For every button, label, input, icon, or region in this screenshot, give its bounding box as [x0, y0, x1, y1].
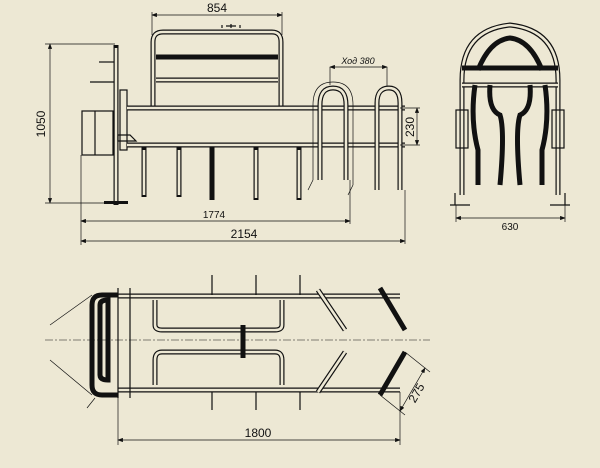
gate-frame: [150, 24, 284, 108]
top-view: 1800 275: [45, 275, 431, 445]
loops: [307, 81, 403, 196]
side-dimensions: 854 1050 Ход 380 230 1774 2154: [34, 1, 420, 245]
side-view: 854 1050 Ход 380 230 1774 2154: [34, 1, 420, 245]
dim-230: 230: [403, 117, 417, 137]
dim-630: 630: [502, 222, 519, 233]
dim-1800: 1800: [245, 426, 272, 440]
front-view: 630: [450, 22, 570, 233]
dim-stroke-380: Ход 380: [340, 56, 374, 66]
feeder-box: [81, 89, 138, 156]
dim-275: 275: [405, 381, 427, 406]
dim-2154: 2154: [231, 227, 258, 241]
post: [90, 45, 128, 205]
rails: [127, 105, 405, 148]
dim-1774: 1774: [203, 210, 226, 221]
tines: [141, 147, 302, 200]
dim-854: 854: [207, 1, 227, 15]
dim-1050: 1050: [34, 110, 48, 137]
